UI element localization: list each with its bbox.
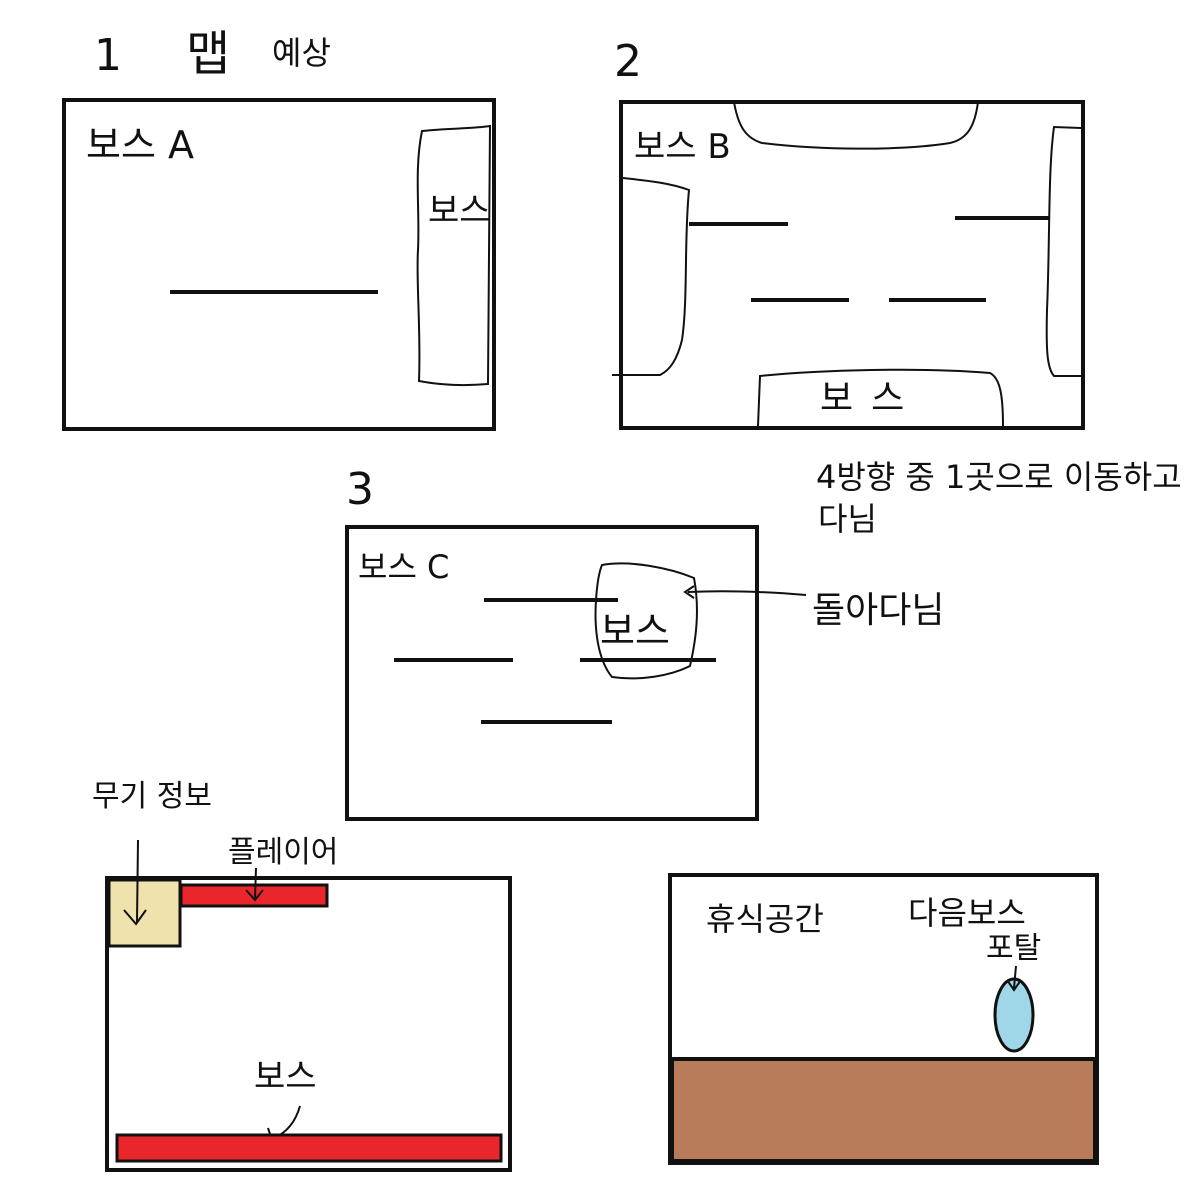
boss-c-zone [594, 562, 698, 680]
boss-b-zone-label: 보스 [820, 378, 922, 419]
boss-c-zone-label: 보스 [600, 609, 670, 653]
portal-arrow [1006, 965, 1022, 992]
map-3-panel: 3 보스 C 보스 돌아다님 [345, 464, 944, 821]
rest-area-label: 휴식공간 [706, 900, 824, 938]
player-label: 플레이어 [228, 835, 338, 870]
ground [670, 1057, 1097, 1163]
map-1-frame [62, 98, 496, 431]
boss-a-zone [416, 124, 492, 386]
boss-b-zone-right [1045, 125, 1082, 377]
hud-panel: 무기 정보 플레이어 보스 [92, 779, 512, 1172]
roaming-arrow [683, 585, 807, 599]
weapon-arrow [123, 839, 147, 926]
map-1-panel: 보스 A 보스 [62, 98, 496, 431]
player-health-bar [179, 883, 329, 908]
map-2-panel: 2 보스 B 보스 4방향 중 1곳으로 이동하고 다님 [612, 36, 1182, 538]
boss-b-zone-left [612, 177, 691, 376]
section-number-1: 1 [94, 30, 122, 81]
boss-c-label: 보스 C [358, 548, 449, 586]
map-2-frame [619, 100, 1085, 430]
next-boss-label: 다음보스 [908, 894, 1026, 932]
boss-b-label: 보스 B [634, 127, 731, 167]
map-2-note-line-2: 다님 [818, 500, 877, 538]
boss-a-label: 보스 A [86, 123, 194, 167]
boss-b-zone-bottom [757, 368, 1004, 427]
map-3-frame [345, 525, 759, 821]
section-number-2: 2 [614, 36, 642, 87]
roaming-note: 돌아다님 [812, 590, 944, 631]
subtitle-expected: 예상 [272, 34, 331, 72]
hud-frame [105, 876, 512, 1172]
boss-health-bar [115, 1133, 503, 1163]
weapon-info-label: 무기 정보 [92, 779, 212, 814]
rest-panel: 휴식공간 다음보스 포탈 [668, 873, 1099, 1165]
boss-bar-label: 보스 [254, 1057, 317, 1097]
weapon-slot [107, 878, 182, 948]
player-arrow [245, 867, 264, 902]
title-map: 맵 [186, 26, 230, 82]
map-2-note-line-1: 4방향 중 1곳으로 이동하고 [816, 458, 1182, 496]
portal-label: 포탈 [986, 931, 1041, 966]
boss-b-zone-top [733, 101, 979, 150]
boss-a-zone-label: 보스 [428, 191, 491, 231]
section-number-3: 3 [346, 464, 374, 515]
header: 1 맵 예상 [94, 26, 331, 82]
